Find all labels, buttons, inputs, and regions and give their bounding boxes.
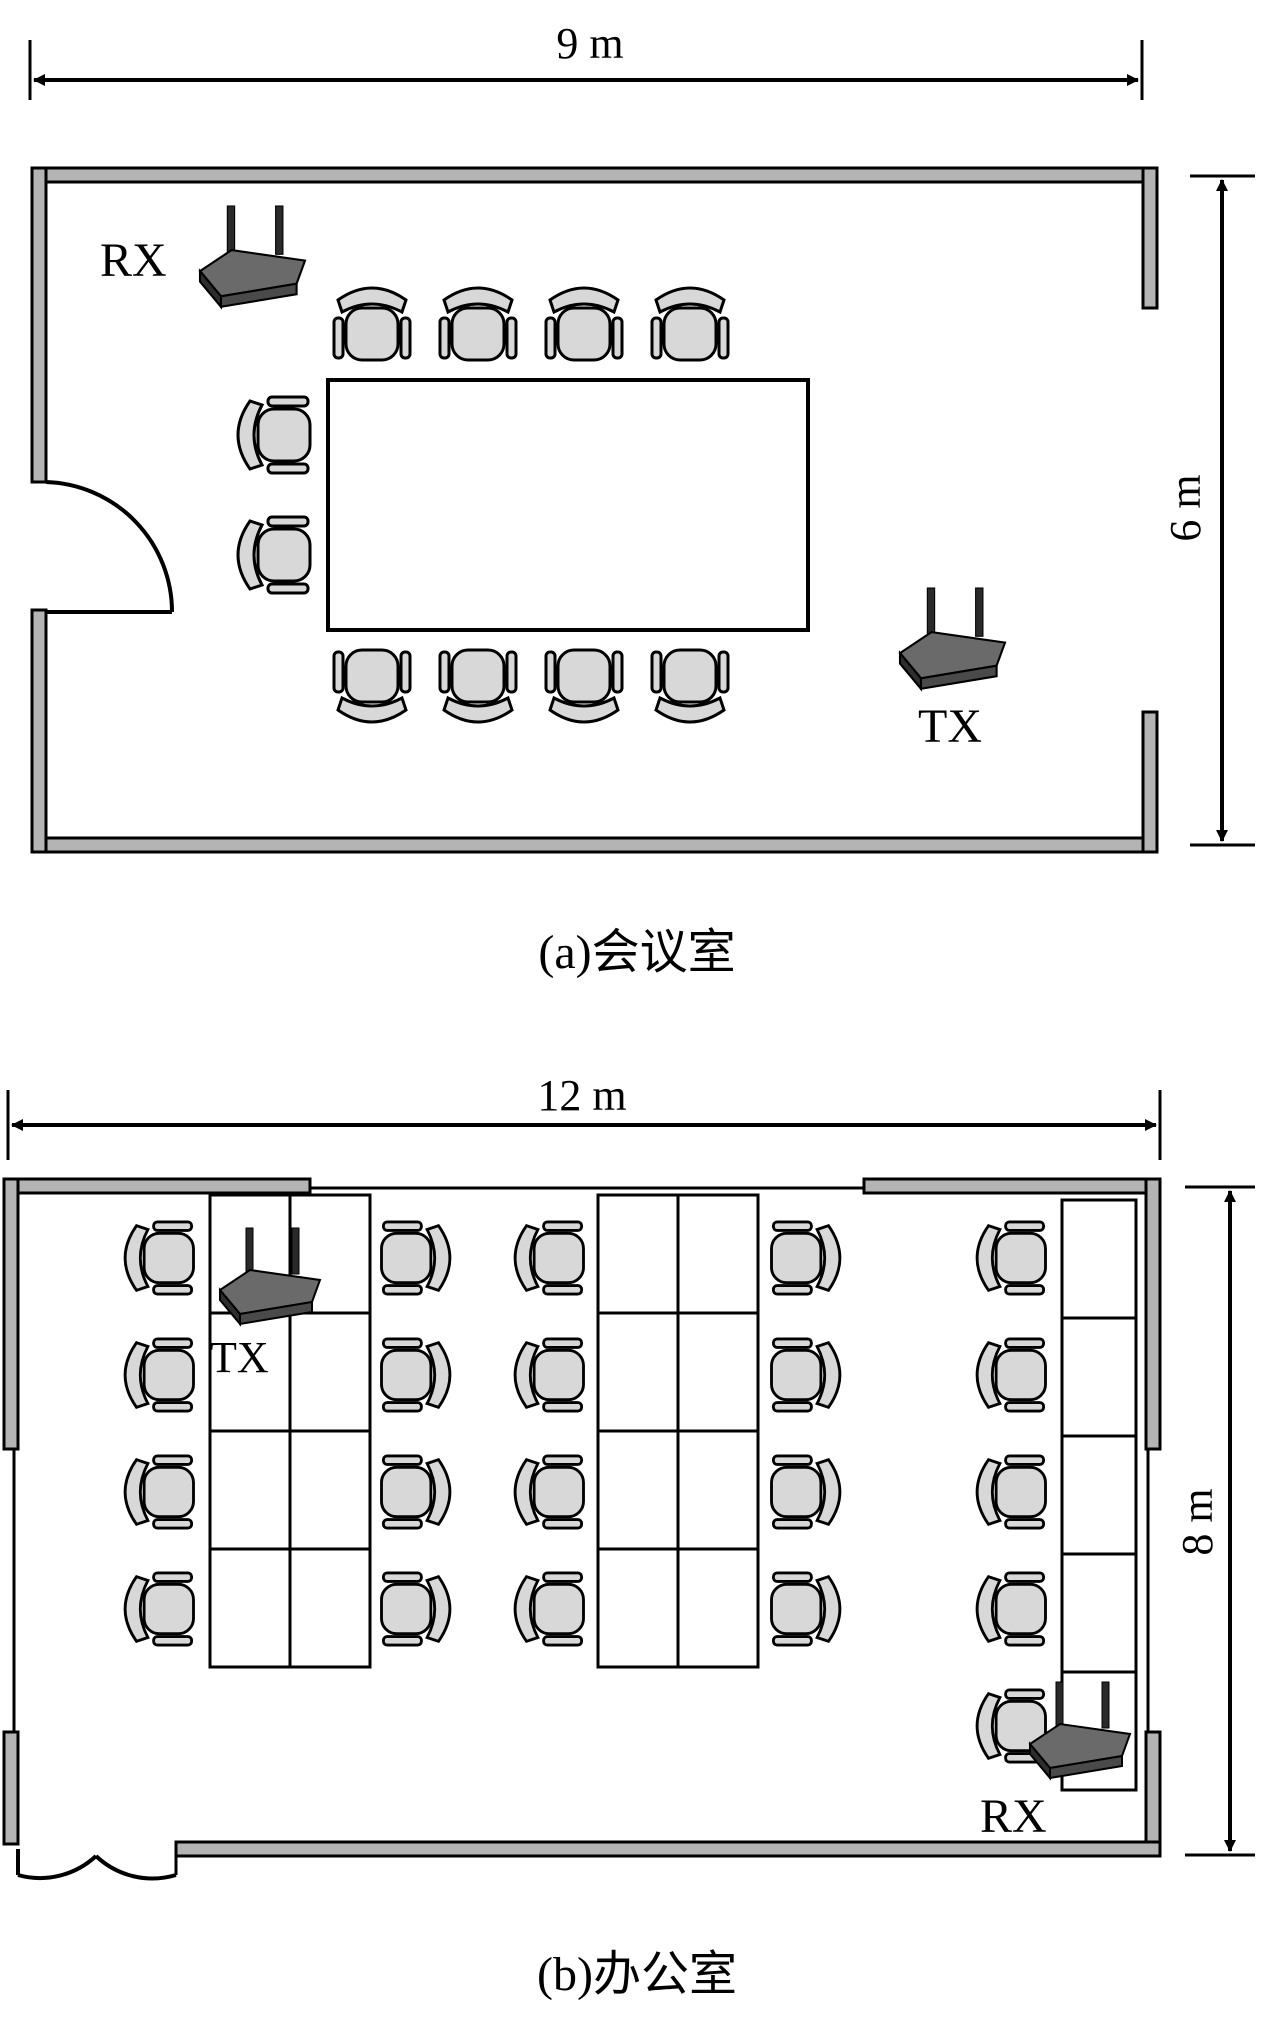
room-b-chair-col3-1 <box>513 1220 585 1296</box>
room-b-desk-middle-1-2 <box>676 1193 760 1315</box>
room-b-wall-bottom <box>174 1840 1162 1858</box>
room-a-chair-top-2 <box>438 286 518 362</box>
room-a-door <box>45 480 174 614</box>
room-b-desk-middle-1-1 <box>596 1193 680 1315</box>
room-b-chair-col3-2 <box>513 1337 585 1413</box>
room-b-height-dimension: 8 m <box>1173 1185 1255 1857</box>
room-a-wall-left-lower <box>30 608 48 854</box>
room-b-width-label: 12 m <box>537 1071 626 1120</box>
room-a-rx-label: RX <box>100 234 167 287</box>
room-b-chair-col2-2 <box>380 1337 452 1413</box>
room-a-wall-right-upper <box>1141 166 1159 310</box>
room-a-chairs <box>236 286 730 724</box>
room-a-chair-top-3 <box>544 286 624 362</box>
room-b-desk-left-3-2 <box>288 1429 372 1551</box>
room-b-desk-right-1-1 <box>1060 1198 1138 1320</box>
room-a-height-label: 6 m <box>1161 474 1210 541</box>
room-b-chair-col3-4 <box>513 1571 585 1647</box>
room-b-desk-left-4-1 <box>208 1547 292 1669</box>
room-b-chair-col5-3 <box>975 1454 1047 1530</box>
room-b-chair-col5-1 <box>975 1220 1047 1296</box>
room-b-chair-col4-1 <box>770 1220 842 1296</box>
room-a-chair-bottom-1 <box>332 648 412 724</box>
room-b-chairs <box>123 1220 1047 1764</box>
room-b-chair-col1-3 <box>123 1454 195 1530</box>
room-b-chair-col5-4 <box>975 1571 1047 1647</box>
room-b-rx-router-icon <box>1028 1681 1132 1781</box>
room-b-chair-col1-4 <box>123 1571 195 1647</box>
room-b-desk-middle-3-1 <box>596 1429 680 1551</box>
room-b-desk-left-2-2 <box>288 1311 372 1433</box>
room-b-height-label: 8 m <box>1173 1488 1222 1555</box>
room-a-wall-left-upper <box>30 166 48 484</box>
room-b-chair-col2-1 <box>380 1220 452 1296</box>
room-b-chair-col1-2 <box>123 1337 195 1413</box>
room-b-desk-right-4-1 <box>1060 1552 1138 1674</box>
room-b-desk-middle-4-1 <box>596 1547 680 1669</box>
room-b-desk-middle-4-2 <box>676 1547 760 1669</box>
room-a-chair-top-1 <box>332 286 412 362</box>
room-a-wall-bottom <box>30 836 1159 854</box>
room-b-chair-col4-2 <box>770 1337 842 1413</box>
room-b-width-dimension: 12 m <box>6 1071 1162 1160</box>
room-a-width-dimension: 9 m <box>28 19 1144 100</box>
room-b-chair-col5-5 <box>975 1688 1047 1764</box>
room-b-wall-left-upper <box>2 1177 20 1451</box>
room-a-wall-right-lower <box>1141 710 1159 854</box>
room-a-meeting-table <box>326 378 810 632</box>
room-b-chair-col5-2 <box>975 1337 1047 1413</box>
room-b-desk-left-3-1 <box>208 1429 292 1551</box>
room-a-width-label: 9 m <box>556 19 623 68</box>
room-b-desk-middle-3-2 <box>676 1429 760 1551</box>
room-a-wall-top <box>30 166 1159 184</box>
room-a-height-dimension: 6 m <box>1161 174 1255 847</box>
room-b-desk-middle-2-1 <box>596 1311 680 1433</box>
room-b-chair-col2-4 <box>380 1571 452 1647</box>
room-a-caption: (a)会议室 <box>538 926 735 979</box>
room-b-chair-col1-1 <box>123 1220 195 1296</box>
room-b-tx-label: TX <box>210 1333 269 1382</box>
room-b-wall-left-lower <box>2 1730 20 1846</box>
room-b-walls <box>2 1177 1162 1858</box>
room-b-wall-top-left <box>2 1177 312 1195</box>
room-b-desk-right-3-1 <box>1060 1434 1138 1556</box>
room-a-chair-left-2 <box>236 515 312 595</box>
room-b-caption: (b)办公室 <box>537 1948 737 2001</box>
room-b-desk-left-4-2 <box>288 1547 372 1669</box>
room-b-wall-right-lower <box>1144 1730 1162 1858</box>
room-b-desk-right-2-1 <box>1060 1316 1138 1438</box>
room-b-rx-label: RX <box>980 1790 1047 1843</box>
room-b-thin-walls <box>12 1186 1150 1875</box>
room-a-walls <box>30 166 1159 854</box>
room-a-chair-bottom-4 <box>650 648 730 724</box>
room-b-desk-middle-2-2 <box>676 1311 760 1433</box>
room-b: 12 m 8 m <box>2 1071 1255 2001</box>
room-b-chair-col3-3 <box>513 1454 585 1530</box>
room-a-chair-bottom-3 <box>544 648 624 724</box>
room-a: 9 m 6 m RX TX (a)会议 <box>28 19 1255 979</box>
room-b-wall-right-upper <box>1144 1177 1162 1451</box>
room-b-chair-col2-3 <box>380 1454 452 1530</box>
room-b-chair-col4-3 <box>770 1454 842 1530</box>
room-a-rx-router-icon <box>198 205 307 310</box>
room-a-tx-router-icon <box>898 587 1007 692</box>
room-a-tx-label: TX <box>918 700 982 753</box>
room-b-tx-router-icon <box>218 1227 322 1327</box>
room-a-chair-left-1 <box>236 395 312 475</box>
room-b-door <box>16 1849 177 1881</box>
room-a-chair-top-4 <box>650 286 730 362</box>
room-a-chair-bottom-2 <box>438 648 518 724</box>
room-b-wall-top-right <box>862 1177 1162 1195</box>
room-b-chair-col4-4 <box>770 1571 842 1647</box>
